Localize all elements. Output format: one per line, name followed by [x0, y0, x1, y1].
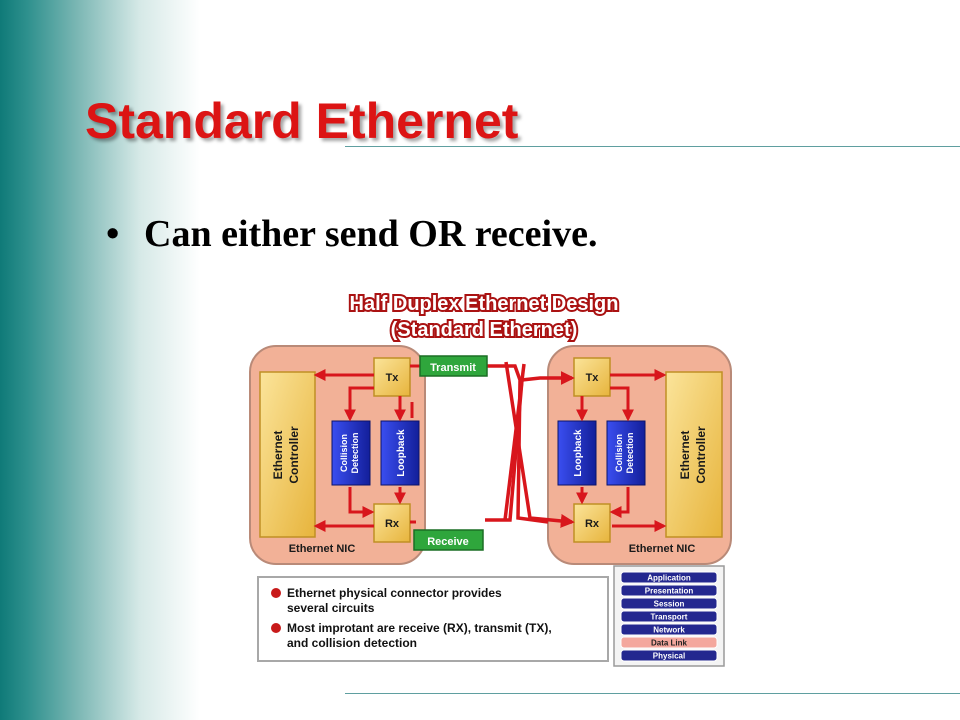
- left-collision-label-line1: Collision: [339, 434, 349, 472]
- title-divider-line: [345, 146, 960, 147]
- receive-label-box: [413, 529, 484, 551]
- osi-layer-label: Session: [654, 600, 685, 609]
- note-2-line1: Most improtant are receive (RX), transmi…: [287, 621, 552, 635]
- diagram-title-line1: Half Duplex Ethernet Design: [350, 293, 619, 315]
- osi-layer-physical: [620, 649, 718, 662]
- osi-layer-label: Network: [653, 626, 685, 635]
- notes-box: [257, 576, 609, 662]
- right-internal-wires: [576, 369, 667, 532]
- right-collision-label-line2: Detection: [625, 432, 635, 473]
- right-rx-block: [573, 503, 611, 543]
- osi-layer-session: [620, 597, 718, 610]
- note-1-line2: several circuits: [287, 601, 375, 615]
- crossover-cables: [485, 361, 575, 528]
- left-tx-label: Tx: [386, 372, 400, 384]
- right-collision-detection-block: [606, 420, 646, 486]
- osi-layer-list: ApplicationPresentationSessionTransportN…: [620, 571, 718, 662]
- left-rx-block: [373, 503, 411, 543]
- osi-layer-label: Data Link: [651, 639, 688, 648]
- left-controller-label-line2: Controller: [287, 426, 301, 484]
- right-loopback-label: Loopback: [573, 429, 584, 477]
- left-ethernet-controller: [259, 371, 316, 538]
- footer-divider-line: [345, 693, 960, 694]
- left-tx-block: [373, 357, 411, 397]
- osi-layer-label: Transport: [651, 613, 688, 622]
- bullet-item: • Can either send OR receive.: [106, 212, 597, 256]
- left-collision-label-line2: Detection: [350, 432, 360, 473]
- transmit-label: Transmit: [430, 362, 476, 374]
- osi-layer-presentation: [620, 584, 718, 597]
- right-controller-label-line2: Controller: [694, 426, 708, 484]
- left-loopback-block: [380, 420, 420, 486]
- left-nic-label: Ethernet NIC: [289, 543, 356, 555]
- note-bullet-icon: [271, 588, 281, 598]
- right-nic-label: Ethernet NIC: [629, 543, 696, 555]
- left-loopback-label: Loopback: [396, 429, 407, 477]
- bullet-dot-icon: •: [106, 213, 120, 255]
- right-rx-label: Rx: [585, 518, 600, 530]
- slide-title: Standard Ethernet: [85, 93, 519, 149]
- right-controller-label-line1: Ethernet: [678, 431, 692, 480]
- right-collision-label-line1: Collision: [614, 434, 624, 472]
- osi-layer-label: Physical: [653, 652, 685, 661]
- osi-layer-transport: [620, 610, 718, 623]
- receive-label: Receive: [427, 536, 469, 548]
- right-ethernet-controller: [665, 371, 723, 538]
- transmit-label-box: [419, 355, 488, 377]
- left-collision-detection-block: [331, 420, 371, 486]
- diagram-title-line2: (Standard Ethernet): [391, 319, 578, 341]
- right-tx-label: Tx: [586, 372, 600, 384]
- note-bullet-icon: [271, 623, 281, 633]
- note-2-line2: and collision detection: [287, 636, 417, 650]
- osi-layer-network: [620, 623, 718, 636]
- osi-layer-data-link: [620, 636, 718, 649]
- left-rx-label: Rx: [385, 518, 400, 530]
- osi-layer-label: Application: [647, 574, 691, 583]
- osi-layer-label: Presentation: [645, 587, 694, 596]
- left-nic: Ethernet Controller Tx Rx Collision Dete…: [249, 345, 426, 565]
- left-gradient-band: [0, 0, 200, 720]
- left-internal-wires: [313, 364, 424, 532]
- left-controller-label-line1: Ethernet: [271, 431, 285, 480]
- osi-layer-application: [620, 571, 718, 584]
- bullet-text: Can either send OR receive.: [144, 213, 598, 255]
- right-nic: Ethernet Controller Tx Rx Loopback Colli…: [547, 345, 732, 565]
- note-1-line1: Ethernet physical connector provides: [287, 586, 502, 600]
